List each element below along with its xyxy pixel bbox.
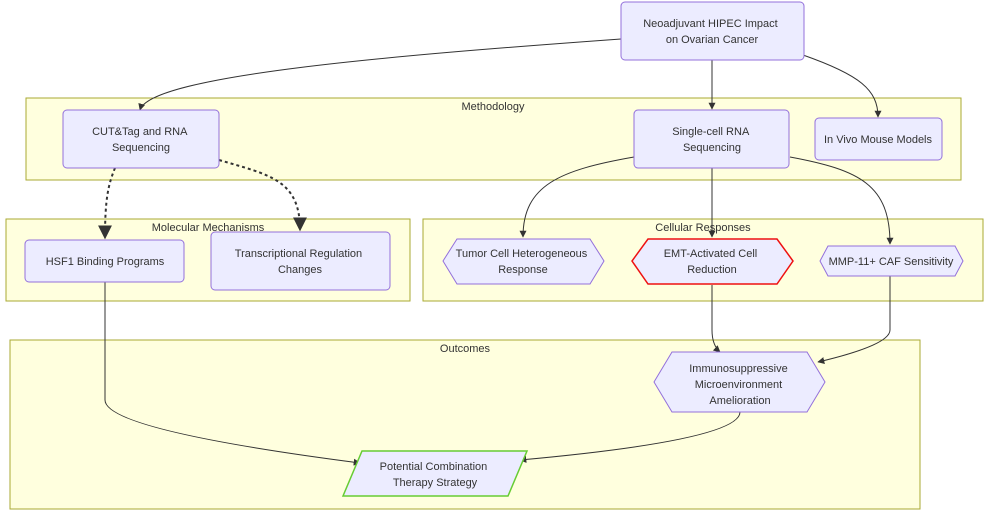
svg-text:Neoadjuvant HIPEC Impact: Neoadjuvant HIPEC Impact on Ovarian Canc… [643, 18, 781, 46]
node-root-line-1: Neoadjuvant HIPEC Impact [643, 18, 778, 30]
node-scrna-line-2: Sequencing [683, 142, 741, 154]
svg-text:HSF1 Binding Programs: HSF1 Binding Programs [46, 256, 165, 268]
node-mouse[interactable]: In Vivo Mouse Models [814, 117, 943, 161]
edge-emt-immuno [711, 285, 721, 353]
edge-root-cuttag [138, 38, 622, 111]
svg-text:Immunosuppressive Microe: Immunosuppressive Microenvironment Ameli… [689, 363, 791, 407]
edge-scrna-mmp [789, 156, 894, 245]
node-root[interactable]: Neoadjuvant HIPEC Impact on Ovarian Canc… [620, 1, 805, 61]
node-mouse-line-1: In Vivo Mouse Models [824, 134, 933, 146]
node-therapy-line-1: Potential Combination [380, 461, 488, 473]
svg-text:Tumor Cell Heterogeneous: Tumor Cell Heterogeneous Response [456, 248, 591, 276]
node-hsf1[interactable]: HSF1 Binding Programs [24, 239, 185, 283]
node-therapy[interactable]: Potential Combination Therapy Strategy [341, 450, 529, 497]
edge-root-mouse [802, 54, 882, 118]
node-transcription-line-2: Changes [278, 264, 323, 276]
node-transcription-line-1: Transcriptional Regulation [235, 248, 362, 260]
edge-immuno-therapy [519, 411, 741, 463]
node-transcription[interactable]: Transcriptional Regulation Changes [210, 231, 391, 291]
edge-hsf1-therapy [104, 282, 361, 466]
node-therapy-line-2: Therapy Strategy [393, 477, 478, 489]
cluster-outcomes-label: Outcomes [440, 343, 491, 355]
node-emt[interactable]: EMT-Activated Cell Reduction [631, 238, 794, 285]
node-immuno-line-3: Amelioration [709, 395, 770, 407]
cluster-molecular-label: Molecular Mechanisms [152, 222, 265, 234]
node-tumor-line-2: Response [498, 264, 548, 276]
svg-text:In Vivo Mouse Models: In Vivo Mouse Models [824, 134, 933, 146]
node-immuno[interactable]: Immunosuppressive Microenvironment Ameli… [653, 351, 826, 413]
edge-cuttag-hsf1 [98, 167, 116, 240]
node-hsf1-line-1: HSF1 Binding Programs [46, 256, 165, 268]
node-tumor-line-1: Tumor Cell Heterogeneous [456, 248, 588, 260]
svg-text:Single-cell RNA Sequenci: Single-cell RNA Sequencing [672, 126, 751, 154]
node-emt-line-1: EMT-Activated Cell [664, 248, 758, 260]
svg-text:CUT&Tag and RNA Sequenci: CUT&Tag and RNA Sequencing [92, 126, 190, 154]
node-cuttag-line-1: CUT&Tag and RNA [92, 126, 188, 138]
svg-text:Potential Combination Th: Potential Combination Therapy Strategy [380, 461, 491, 489]
cluster-cellular-label: Cellular Responses [655, 222, 751, 234]
edge-scrna-tumor [519, 156, 635, 238]
node-emt-line-2: Reduction [687, 264, 737, 276]
node-immuno-line-2: Microenvironment [695, 379, 782, 391]
svg-text:MMP-11+ CAF Sensitivity: MMP-11+ CAF Sensitivity [829, 256, 954, 268]
node-scrna-line-1: Single-cell RNA [672, 126, 750, 138]
node-tumor[interactable]: Tumor Cell Heterogeneous Response [442, 238, 605, 285]
node-cuttag[interactable]: CUT&Tag and RNA Sequencing [62, 109, 220, 169]
node-mmp-line-1: MMP-11+ CAF Sensitivity [829, 256, 954, 268]
node-mmp[interactable]: MMP-11+ CAF Sensitivity [819, 245, 964, 277]
svg-text:EMT-Activated Cell Reduc: EMT-Activated Cell Reduction [664, 248, 761, 276]
node-scrna[interactable]: Single-cell RNA Sequencing [633, 109, 790, 169]
node-root-line-2: on Ovarian Cancer [666, 34, 759, 46]
node-cuttag-line-2: Sequencing [112, 142, 170, 154]
svg-text:Transcriptional Regulation: Transcriptional Regulation Changes [235, 248, 365, 276]
cluster-methodology-label: Methodology [462, 101, 525, 113]
edge-cuttag-transcription [218, 159, 307, 232]
edge-mmp-immuno [817, 276, 891, 364]
node-immuno-line-1: Immunosuppressive [689, 363, 787, 375]
